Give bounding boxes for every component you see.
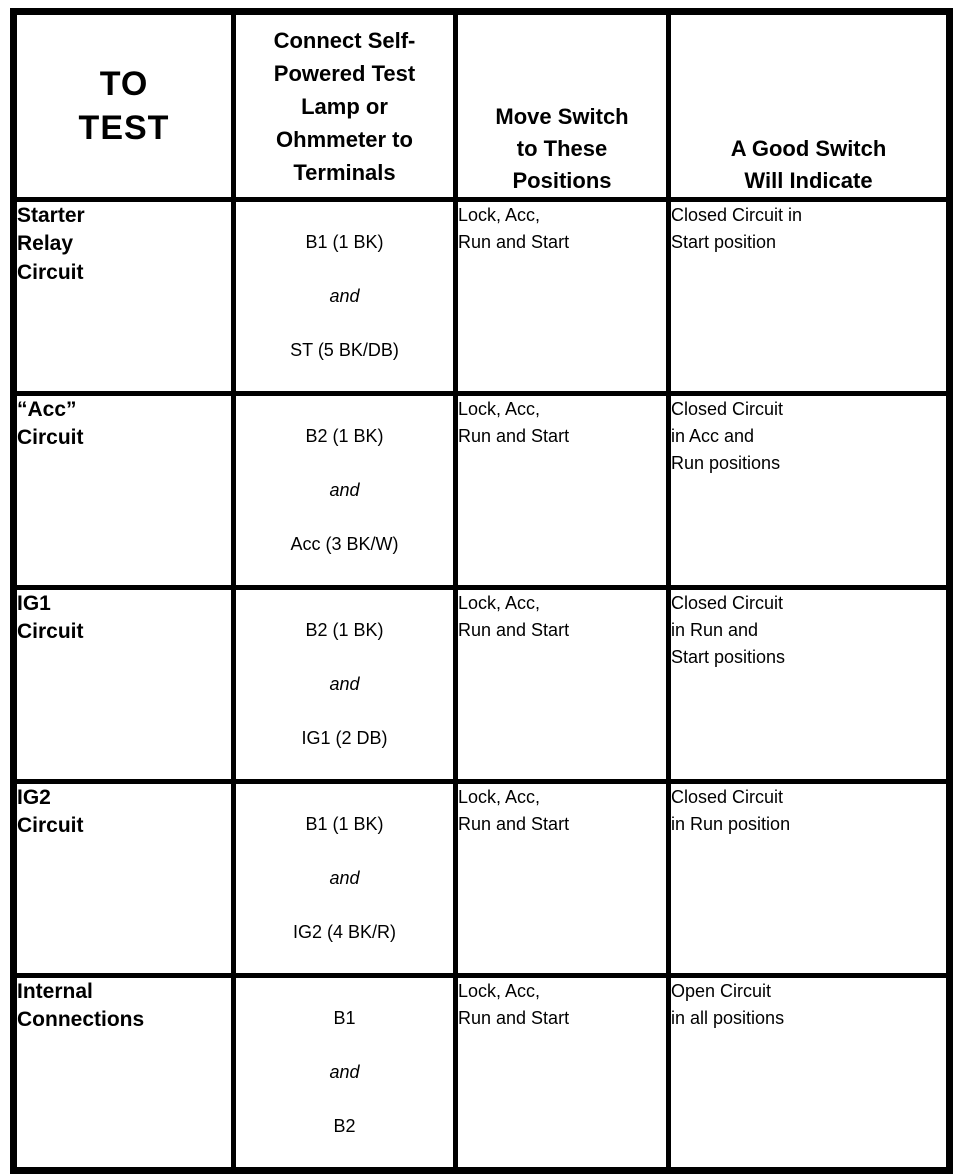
header-terminals: Connect Self- Powered Test Lamp or Ohmme… (231, 9, 458, 202)
conjunction: and (329, 286, 360, 306)
conjunction: and (329, 1062, 360, 1082)
header-indication: A Good Switch Will Indicate (666, 9, 952, 202)
table-row-starter-relay: Starter Relay Circuit B1 (1 BK) and ST (… (11, 197, 952, 396)
table-row-acc-circuit: “Acc” Circuit B2 (1 BK) and Acc (3 BK/W)… (11, 391, 952, 590)
circuit-cell: IG2 Circuit (11, 779, 236, 978)
table-row-internal-connections: Internal Connections B1 and B2 Lock, Acc… (11, 973, 952, 1173)
circuit-cell: Starter Relay Circuit (11, 197, 236, 396)
positions-cell: Lock, Acc, Run and Start (453, 585, 671, 784)
terminal-b: IG2 (4 BK/R) (292, 922, 397, 942)
result-cell: Closed Circuit in Run and Start position… (666, 585, 952, 784)
terminals-cell: B1 (1 BK) and IG2 (4 BK/R) (231, 779, 458, 978)
switch-test-table: TO TEST Connect Self- Powered Test Lamp … (10, 8, 953, 1174)
terminals-cell: B2 (1 BK) and IG1 (2 DB) (231, 585, 458, 784)
terminal-b: IG1 (2 DB) (301, 728, 388, 748)
terminal-a: B2 (1 BK) (305, 620, 384, 640)
header-positions: Move Switch to These Positions (453, 9, 671, 202)
terminal-a: B1 (333, 1008, 356, 1028)
table-row-ig1-circuit: IG1 Circuit B2 (1 BK) and IG1 (2 DB) Loc… (11, 585, 952, 784)
terminal-a: B1 (1 BK) (305, 814, 384, 834)
terminal-a: B1 (1 BK) (305, 232, 384, 252)
conjunction: and (329, 674, 360, 694)
terminal-b: ST (5 BK/DB) (290, 340, 399, 360)
circuit-cell: “Acc” Circuit (11, 391, 236, 590)
header-to-test: TO TEST (11, 9, 236, 202)
header-row: TO TEST Connect Self- Powered Test Lamp … (11, 9, 952, 202)
terminals-cell: B1 (1 BK) and ST (5 BK/DB) (231, 197, 458, 396)
positions-cell: Lock, Acc, Run and Start (453, 197, 671, 396)
circuit-cell: IG1 Circuit (11, 585, 236, 784)
positions-cell: Lock, Acc, Run and Start (453, 973, 671, 1173)
terminal-b: Acc (3 BK/W) (290, 534, 399, 554)
circuit-cell: Internal Connections (11, 973, 236, 1173)
table-row-ig2-circuit: IG2 Circuit B1 (1 BK) and IG2 (4 BK/R) L… (11, 779, 952, 978)
conjunction: and (329, 480, 360, 500)
result-cell: Closed Circuit in Run position (666, 779, 952, 978)
positions-cell: Lock, Acc, Run and Start (453, 779, 671, 978)
result-cell: Closed Circuit in Start position (666, 197, 952, 396)
terminals-cell: B2 (1 BK) and Acc (3 BK/W) (231, 391, 458, 590)
terminal-a: B2 (1 BK) (305, 426, 384, 446)
result-cell: Closed Circuit in Acc and Run positions (666, 391, 952, 590)
conjunction: and (329, 868, 360, 888)
positions-cell: Lock, Acc, Run and Start (453, 391, 671, 590)
terminal-b: B2 (333, 1116, 356, 1136)
result-cell: Open Circuit in all positions (666, 973, 952, 1173)
terminals-cell: B1 and B2 (231, 973, 458, 1173)
